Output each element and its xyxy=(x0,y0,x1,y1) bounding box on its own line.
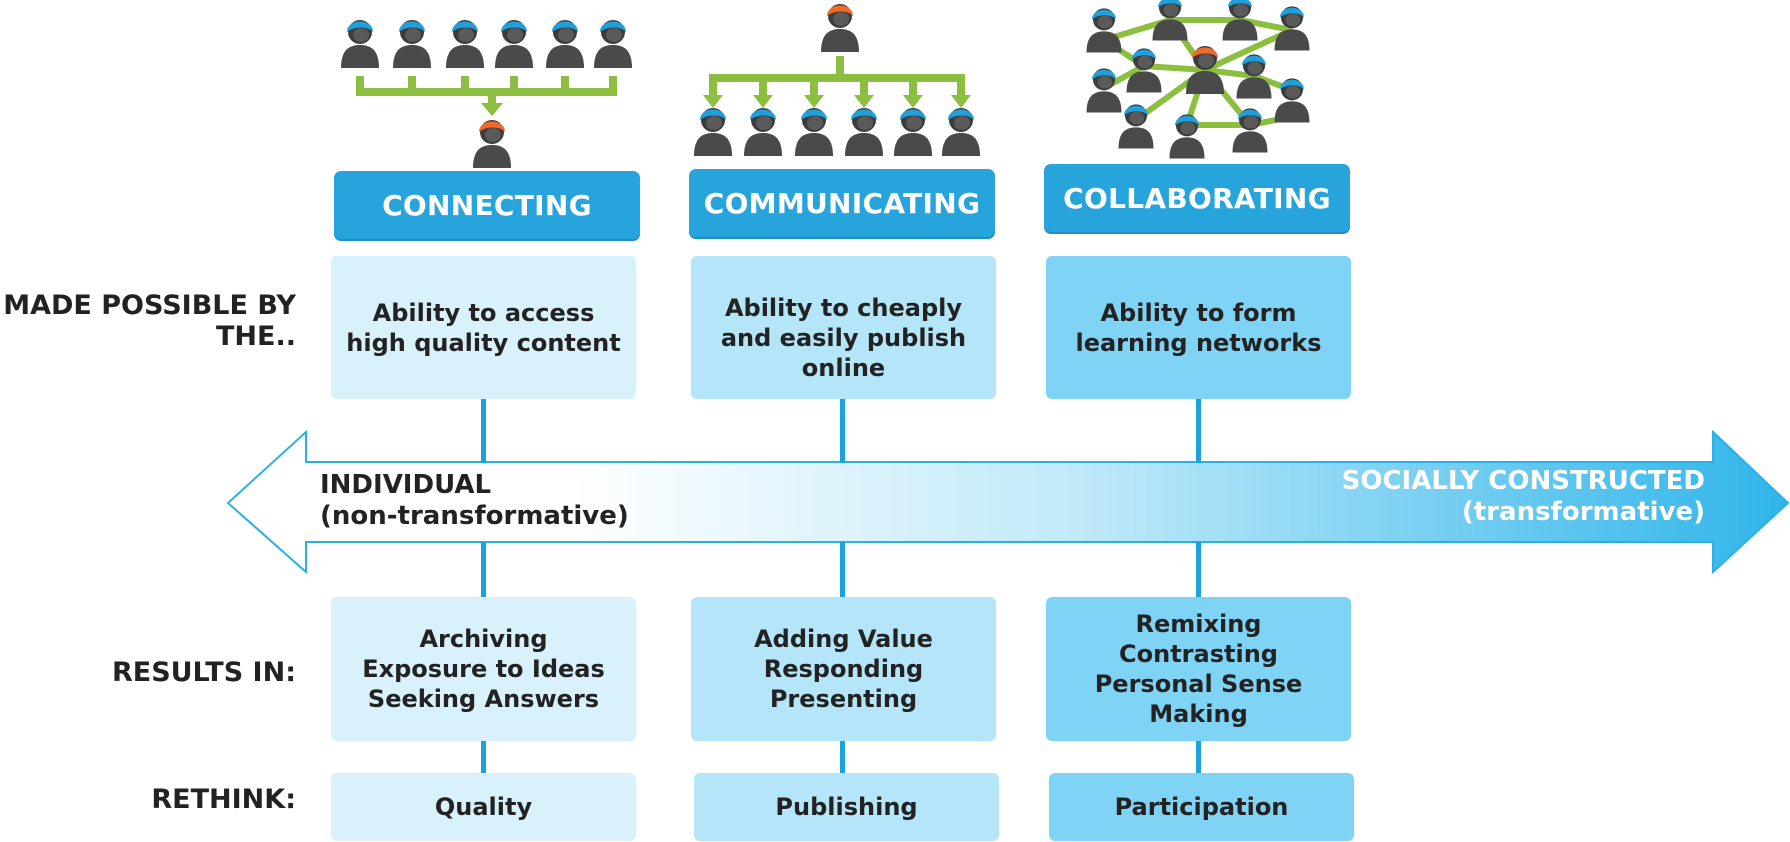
made-possible-text: Ability to access xyxy=(372,298,595,327)
made-possible-box-connecting: Ability to access high quality content xyxy=(331,256,636,399)
header-communicating-label: COMMUNICATING xyxy=(703,186,981,220)
made-possible-text: high quality content xyxy=(346,328,621,357)
rethink-box-collaborating: Participation xyxy=(1049,773,1354,841)
results-text: Presenting xyxy=(769,685,918,713)
rethink-text: Quality xyxy=(434,793,533,821)
person-icon xyxy=(1086,8,1122,53)
person-icon xyxy=(1236,54,1272,99)
person-icon xyxy=(1152,0,1188,41)
spectrum-right-line-1: SOCIALLY CONSTRUCTED xyxy=(1341,466,1705,496)
person-icon xyxy=(393,20,431,68)
facilitator-person-icon xyxy=(1186,46,1224,94)
connector-stem xyxy=(840,398,845,463)
spectrum-arrow xyxy=(226,429,1790,575)
row-label-results-in: RESULTS IN: xyxy=(111,657,296,688)
made-possible-box-collaborating: Ability to form learning networks xyxy=(1046,256,1351,399)
spectrum-right-label: SOCIALLY CONSTRUCTED (transformative) xyxy=(1342,466,1705,528)
rethink-box-connecting: Quality xyxy=(331,773,636,841)
results-box-collaborating: Remixing Contrasting Personal Sense Maki… xyxy=(1046,597,1351,741)
person-icon xyxy=(795,108,833,156)
made-possible-text: online xyxy=(801,353,886,382)
spectrum-left-line-2: (non-transformative) xyxy=(320,501,629,531)
person-icon xyxy=(1222,0,1258,41)
rethink-text: Publishing xyxy=(775,793,918,821)
communicating-connector-tree xyxy=(709,56,965,96)
made-possible-text: and easily publish xyxy=(720,323,967,352)
person-icon xyxy=(845,108,883,156)
person-icon xyxy=(341,20,379,68)
results-text: Making xyxy=(1149,700,1248,728)
results-text: Responding xyxy=(763,655,924,683)
connector-stem xyxy=(481,741,486,773)
results-box-communicating: Adding Value Responding Presenting xyxy=(691,597,996,741)
spectrum-left-line-1: INDIVIDUAL xyxy=(320,470,492,500)
person-icon xyxy=(1126,48,1162,93)
results-text: Adding Value xyxy=(754,625,933,653)
row-label-made-possible-line-1: MADE POSSIBLE BY xyxy=(3,290,296,321)
communicating-arrowheads xyxy=(703,95,971,108)
header-connecting: CONNECTING xyxy=(334,171,640,239)
person-icon xyxy=(594,20,632,68)
person-icon xyxy=(694,108,732,156)
connector-stem xyxy=(1196,741,1201,773)
person-icon xyxy=(546,20,584,68)
person-icon xyxy=(446,20,484,68)
person-icon xyxy=(1274,78,1310,123)
made-possible-text: Ability to cheaply xyxy=(724,293,963,322)
rethink-box-communicating: Publishing xyxy=(694,773,999,841)
results-text: Remixing xyxy=(1135,610,1262,638)
results-box-connecting: Archiving Exposure to Ideas Seeking Answ… xyxy=(331,597,636,741)
rethink-text: Participation xyxy=(1114,793,1289,821)
results-text: Contrasting xyxy=(1119,640,1278,668)
connector-stem xyxy=(481,398,486,463)
connector-stem xyxy=(481,542,486,597)
header-collaborating: COLLABORATING xyxy=(1044,164,1350,232)
connector-stem xyxy=(1196,542,1201,597)
person-icon xyxy=(1169,114,1205,159)
header-collaborating-label: COLLABORATING xyxy=(1063,181,1331,215)
made-possible-box-communicating: Ability to cheaply and easily publish on… xyxy=(691,256,996,399)
made-possible-text: Ability to form xyxy=(1100,298,1297,327)
header-communicating: COMMUNICATING xyxy=(689,169,995,237)
connector-stem xyxy=(840,741,845,773)
facilitator-person-icon xyxy=(821,4,859,52)
person-icon xyxy=(1118,104,1154,149)
header-connecting-label: CONNECTING xyxy=(382,188,592,222)
spectrum-right-line-2: (transformative) xyxy=(1461,497,1705,527)
results-text: Exposure to Ideas xyxy=(362,655,605,683)
connector-stem xyxy=(1196,398,1201,463)
made-possible-text: learning networks xyxy=(1075,328,1322,357)
person-icon xyxy=(1232,108,1268,153)
results-text: Seeking Answers xyxy=(367,685,600,713)
row-label-made-possible: MADE POSSIBLE BY THE.. xyxy=(3,290,296,352)
person-icon xyxy=(1086,68,1122,113)
spectrum-left-label: INDIVIDUAL (non-transformative) xyxy=(320,470,629,532)
facilitator-person-icon xyxy=(473,120,511,168)
results-text: Personal Sense xyxy=(1094,670,1303,698)
person-icon xyxy=(495,20,533,68)
person-icon xyxy=(744,108,782,156)
person-icon xyxy=(894,108,932,156)
connector-stem xyxy=(840,542,845,597)
connecting-arrowhead xyxy=(481,103,503,116)
connecting-connector-tree xyxy=(356,76,617,104)
results-text: Archiving xyxy=(419,625,548,653)
person-icon xyxy=(1274,6,1310,51)
row-label-made-possible-line-2: THE.. xyxy=(216,321,296,352)
row-label-rethink: RETHINK: xyxy=(151,784,296,815)
person-icon xyxy=(942,108,980,156)
